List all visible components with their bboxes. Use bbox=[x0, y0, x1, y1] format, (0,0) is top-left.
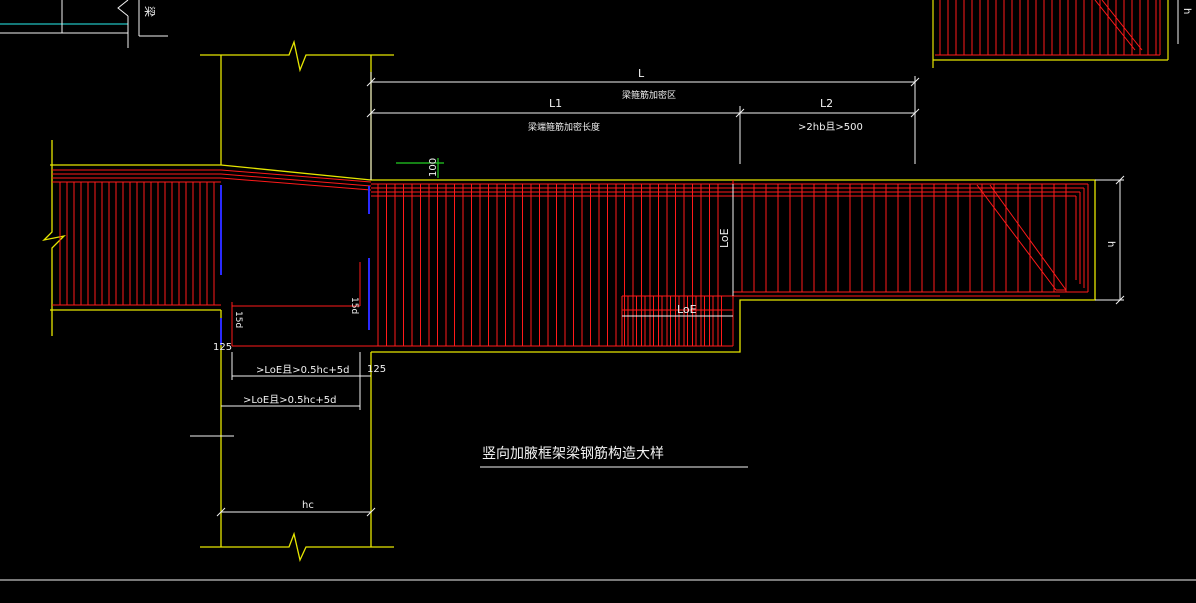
dim-L1-note: 梁端箍筋加密长度 bbox=[528, 121, 600, 133]
dim-100: 100 bbox=[428, 158, 439, 177]
dim-L2-note: >2hb且>500 bbox=[798, 121, 863, 133]
dim-anchor-top: >LoE且>0.5hc+5d bbox=[256, 364, 349, 376]
dim-L1: L1 bbox=[549, 97, 562, 110]
dim-15d-left: 15d bbox=[233, 311, 243, 328]
dim-L2: L2 bbox=[820, 97, 833, 110]
dim-h: h bbox=[1105, 241, 1116, 247]
drawing-title: 竖向加腋框架梁钢筋构造大样 bbox=[482, 445, 664, 462]
h-label-top: h bbox=[1181, 8, 1192, 14]
dimension-lines bbox=[0, 72, 1196, 581]
column-face-markers bbox=[220, 185, 370, 345]
dim-L-note: 梁箍筋加密区 bbox=[622, 89, 676, 101]
haunch-marker-100 bbox=[396, 158, 444, 178]
dim-LoE-vertical: LoE bbox=[718, 228, 731, 248]
top-left-text: 梁 bbox=[143, 6, 157, 17]
dim-125-left: 125 bbox=[213, 342, 232, 353]
dim-hc: hc bbox=[302, 500, 314, 511]
top-left-fragment: 梁 bbox=[0, 0, 168, 48]
dim-L: L bbox=[638, 67, 645, 80]
rebar-cage bbox=[52, 169, 1089, 347]
dim-15d-right: 15d bbox=[349, 297, 359, 314]
top-right-fragment: h bbox=[932, 0, 1192, 68]
dim-125-right: 125 bbox=[367, 364, 386, 375]
column-outline bbox=[42, 39, 1096, 562]
dim-LoE-horizontal: LoE bbox=[677, 303, 697, 316]
labels: L 梁箍筋加密区 L1 梁端箍筋加密长度 L2 >2hb且>500 100 Lo… bbox=[213, 67, 1116, 511]
dim-anchor-bottom: >LoE且>0.5hc+5d bbox=[243, 394, 336, 406]
